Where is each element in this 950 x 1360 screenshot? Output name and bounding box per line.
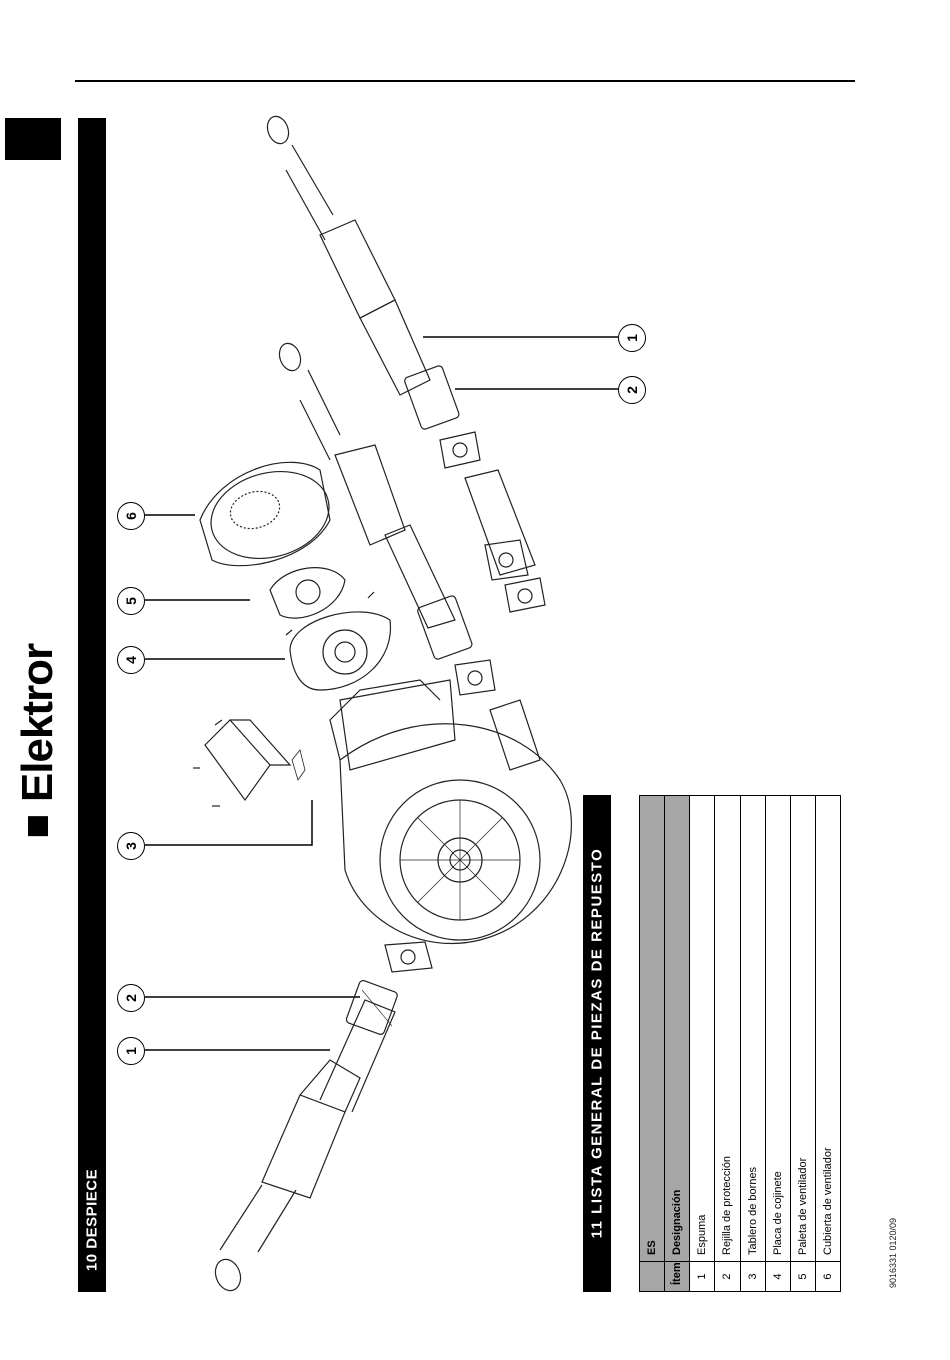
row-item: 6 [815,1262,840,1292]
parts-table: ES Ítem Designación 1 Espuma 2 Rejilla d… [639,795,841,1292]
terminal-box [193,720,305,806]
col-item-header: Ítem [665,1262,690,1292]
flanges-right [440,432,545,695]
callout-1-right: 1 [618,324,646,352]
bearing-plate [286,592,390,690]
row-item: 5 [790,1262,815,1292]
callout-2-right: 2 [618,376,646,404]
table-row: 2 Rejilla de protección [715,796,740,1292]
row-item: 4 [765,1262,790,1292]
fan-wheel [270,568,345,618]
callout-6: 6 [117,502,145,530]
row-designation: Placa de cojinete [765,796,790,1262]
table-row: 6 Cubierta de ventilador [815,796,840,1292]
muffler-top [264,113,460,430]
table-header-row: Ítem Designación [665,796,690,1292]
leader-lines [145,337,618,1050]
brand-name: Elektror [13,644,63,802]
row-item: 1 [690,1262,715,1292]
top-rule [75,80,855,82]
section-10-title: 10 DESPIECE [84,1169,101,1271]
row-item: 2 [715,1262,740,1292]
callout-2-left: 2 [117,984,145,1012]
row-designation: Paleta de ventilador [790,796,815,1262]
blower-body [330,680,571,944]
callout-1-left: 1 [117,1037,145,1065]
fan-cover [200,459,339,571]
parts-table-wrap: ES Ítem Designación 1 Espuma 2 Rejilla d… [639,795,841,1292]
row-designation: Cubierta de ventilador [815,796,840,1262]
row-designation: Rejilla de protección [715,796,740,1262]
row-designation: Tablero de bornes [740,796,765,1262]
callout-3: 3 [117,832,145,860]
language-header: ES [640,796,665,1262]
muffler-center [276,340,473,660]
brand-square-icon [28,816,48,836]
callout-5: 5 [117,587,145,615]
table-row: 5 Paleta de ventilador [790,796,815,1292]
table-language-row: ES [640,796,665,1292]
col-designation-header: Designación [665,796,690,1262]
muffler-left [211,979,398,1294]
row-item: 3 [740,1262,765,1292]
section-11-title: 11 LISTA GENERAL DE PIEZAS DE REPUESTO [589,848,606,1239]
table-row: 3 Tablero de bornes [740,796,765,1292]
document-code: 9016331 0120/09 [888,1218,898,1288]
chapter-tab [5,118,61,160]
table-row: 1 Espuma [690,796,715,1292]
table-row: 4 Placa de cojinete [765,796,790,1292]
row-designation: Espuma [690,796,715,1262]
flange-lower [385,942,432,972]
section-10-header [78,118,106,1292]
callout-4: 4 [117,646,145,674]
